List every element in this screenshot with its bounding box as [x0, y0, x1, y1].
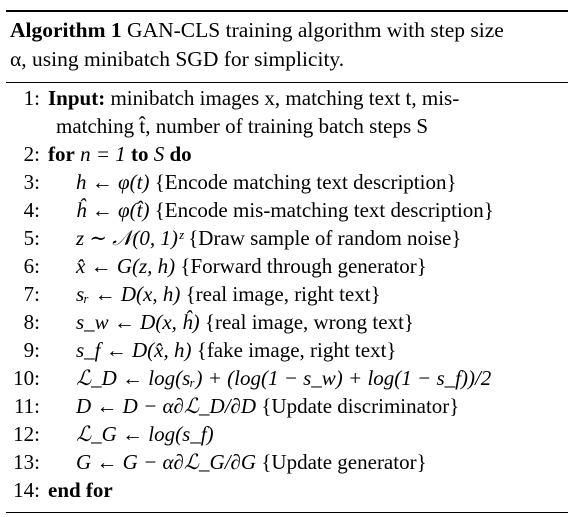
algo-line-1: 1: Input: minibatch images x, matching t… — [6, 84, 568, 112]
algo-line-7: 7: sᵣ ← D(x, h) {real image, right text} — [6, 280, 568, 308]
line-body: x̂ ← G(z, h) {Forward through generator} — [76, 252, 427, 280]
line-number: 14: — [13, 478, 40, 502]
caption-title: GAN-CLS training algorithm with step siz… — [127, 18, 504, 42]
algo-line-13: 13: G ← G − α∂ℒ_G/∂G {Update generator} — [6, 448, 568, 476]
line-body: Input: minibatch images x, matching text… — [48, 84, 459, 112]
comment: {real image, right text} — [185, 282, 381, 306]
statement: G ← G − α∂ℒ_G/∂G — [76, 450, 257, 474]
line-number: 5: — [23, 226, 40, 250]
statement: s_w ← D(x, ĥ) — [76, 310, 200, 334]
statement: D ← D − α∂ℒ_D/∂D — [76, 394, 257, 418]
comment: {Encode mis-matching text description} — [154, 198, 494, 222]
line-number: 12: — [13, 422, 40, 446]
line-number: 9: — [23, 338, 40, 362]
line-number: 2: — [23, 142, 40, 166]
input-keyword: Input: — [48, 86, 106, 110]
loop-start: n = 1 — [80, 142, 126, 166]
line-number: 1: — [23, 86, 40, 110]
line-number: 10: — [13, 366, 40, 390]
line-body: end for — [48, 476, 113, 504]
statement: s_f ← D(x̂, h) — [76, 338, 192, 362]
algo-line-14: 14: end for — [6, 476, 568, 504]
statement: ĥ ← φ(t̂) — [76, 198, 150, 222]
algorithm-caption: Algorithm 1 GAN-CLS training algorithm w… — [10, 16, 566, 74]
statement: ℒ_G ← log(s_f) — [76, 422, 214, 446]
statement: ℒ_D ← log(sᵣ) + (log(1 − s_w) + log(1 − … — [76, 366, 492, 390]
for-keyword: for — [48, 142, 75, 166]
algo-line-10: 10: ℒ_D ← log(sᵣ) + (log(1 − s_w) + log(… — [6, 364, 568, 392]
algo-line-3: 3: h ← φ(t) {Encode matching text descri… — [6, 168, 568, 196]
algo-line-9: 9: s_f ← D(x̂, h) {fake image, right tex… — [6, 336, 568, 364]
line-body: ĥ ← φ(t̂) {Encode mis-matching text desc… — [76, 196, 494, 224]
line-number: 4: — [23, 198, 40, 222]
line-number: 11: — [13, 394, 40, 418]
comment: {Encode matching text description} — [154, 170, 457, 194]
line-number: 8: — [23, 310, 40, 334]
algo-line-12: 12: ℒ_G ← log(s_f) — [6, 420, 568, 448]
line-body: G ← G − α∂ℒ_G/∂G {Update generator} — [76, 448, 427, 476]
line-body: ℒ_G ← log(s_f) — [76, 420, 214, 448]
comment: {Draw sample of random noise} — [188, 226, 462, 250]
bottom-rule — [6, 512, 568, 513]
to-keyword: to — [131, 142, 149, 166]
comment: {Update generator} — [261, 450, 427, 474]
loop-end: S — [153, 142, 165, 166]
line-number: 6: — [23, 254, 40, 278]
line-body: D ← D − α∂ℒ_D/∂D {Update discriminator} — [76, 392, 459, 420]
comment: {Forward through generator} — [180, 254, 427, 278]
statement: z ∼ 𝒩(0, 1)ᶻ — [76, 226, 183, 250]
algorithm-box: Algorithm 1 GAN-CLS training algorithm w… — [6, 10, 568, 513]
line-body: z ∼ 𝒩(0, 1)ᶻ {Draw sample of random nois… — [76, 224, 461, 252]
algo-line-4: 4: ĥ ← φ(t̂) {Encode mis-matching text d… — [6, 196, 568, 224]
algo-line-6: 6: x̂ ← G(z, h) {Forward through generat… — [6, 252, 568, 280]
line-body: s_f ← D(x̂, h) {fake image, right text} — [76, 336, 397, 364]
caption-line-1: Algorithm 1 GAN-CLS training algorithm w… — [10, 16, 566, 45]
line-body: s_w ← D(x, ĥ) {real image, wrong text} — [76, 308, 414, 336]
caption-rule — [6, 82, 568, 83]
algo-line-5: 5: z ∼ 𝒩(0, 1)ᶻ {Draw sample of random n… — [6, 224, 568, 252]
line-body: sᵣ ← D(x, h) {real image, right text} — [76, 280, 381, 308]
line-number: 7: — [23, 282, 40, 306]
comment: {real image, wrong text} — [204, 310, 414, 334]
input-text: minibatch images x, matching text t, mis… — [110, 86, 460, 110]
top-rule — [6, 10, 568, 12]
comment: {Update discriminator} — [261, 394, 460, 418]
line-number: 3: — [23, 170, 40, 194]
algo-line-11: 11: D ← D − α∂ℒ_D/∂D {Update discriminat… — [6, 392, 568, 420]
end-for-keyword: end for — [48, 478, 113, 502]
algo-line-8: 8: s_w ← D(x, ĥ) {real image, wrong text… — [6, 308, 568, 336]
statement: sᵣ ← D(x, h) — [76, 282, 181, 306]
statement: h ← φ(t) — [76, 170, 150, 194]
line-body: matching t̂, number of training batch st… — [56, 112, 428, 140]
caption-line-2: α, using minibatch SGD for simplicity. — [10, 47, 345, 71]
line-body: ℒ_D ← log(sᵣ) + (log(1 − s_w) + log(1 − … — [76, 364, 491, 392]
input-text-cont: matching t̂, number of training batch st… — [56, 114, 429, 138]
algo-line-2: 2: for n = 1 to S do — [6, 140, 568, 168]
caption-label: Algorithm 1 — [10, 18, 122, 42]
statement: x̂ ← G(z, h) — [76, 254, 176, 278]
do-keyword: do — [169, 142, 192, 166]
line-body: for n = 1 to S do — [48, 140, 192, 168]
line-body: h ← φ(t) {Encode matching text descripti… — [76, 168, 457, 196]
algo-line-1-cont: matching t̂, number of training batch st… — [6, 112, 568, 140]
line-number: 13: — [13, 450, 40, 474]
comment: {fake image, right text} — [196, 338, 397, 362]
